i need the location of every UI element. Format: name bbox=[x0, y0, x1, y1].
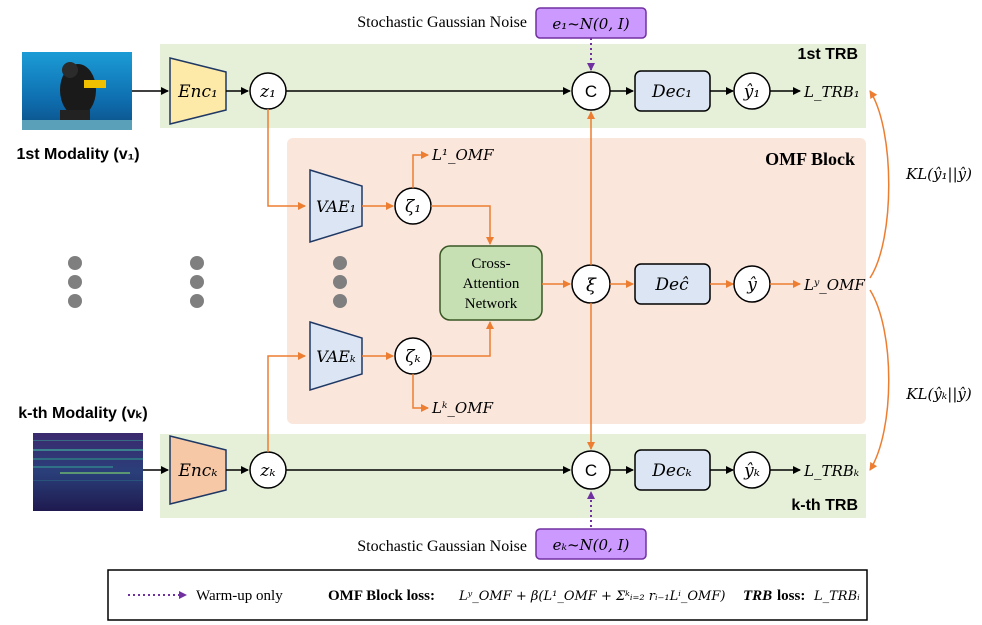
encoder-1-label: Enc₁ bbox=[177, 82, 218, 102]
legend-trb-loss-formula: L_TRBᵢ bbox=[813, 589, 860, 604]
diver-image bbox=[22, 52, 132, 130]
arrow-zetak-crossattn bbox=[431, 321, 494, 357]
loss-omfy: Lʸ_OMF bbox=[803, 276, 865, 294]
cross-attention-network bbox=[439, 245, 543, 321]
modality-1-label: 1st Modality (v₁) bbox=[16, 146, 139, 163]
decoder-hat-label: Deĉ bbox=[654, 275, 689, 295]
trb-title-top: 1st TRB bbox=[798, 46, 858, 63]
y1hat-label: ŷ₁ bbox=[743, 82, 760, 102]
noise-top-label: Stochastic Gaussian Noise bbox=[357, 14, 527, 31]
arrow-z1-vae1 bbox=[267, 109, 306, 210]
noise-top-formula: e₁~N(0, I) bbox=[552, 15, 629, 33]
kl-label-bottom: KL(ŷₖ||ŷ) bbox=[905, 385, 972, 403]
z1-label: z₁ bbox=[259, 82, 276, 102]
kl-label-top: KL(ŷ₁||ŷ) bbox=[905, 165, 972, 183]
legend-trb-loss-suffix: loss: bbox=[777, 588, 805, 604]
cross-attention-line-2: Attention bbox=[463, 276, 520, 292]
legend-omf-loss-label: OMF Block loss: bbox=[328, 588, 435, 604]
arrow-zetak-lomfk bbox=[412, 374, 429, 412]
kl-curve-bottom bbox=[869, 289, 890, 471]
legend-warmup: Warm-up only bbox=[196, 588, 283, 604]
modality-k-label: k-th Modality (vₖ) bbox=[18, 405, 147, 422]
noise-bottom-formula: eₖ~N(0, I) bbox=[553, 536, 630, 554]
encoder-1 bbox=[169, 57, 227, 125]
encoder-k bbox=[169, 435, 227, 505]
loss-trbk: L_TRBₖ bbox=[803, 462, 860, 480]
decoder-1-label: Dec₁ bbox=[651, 82, 692, 102]
noise-bottom-box bbox=[535, 528, 647, 560]
ellipsis-dots-3 bbox=[333, 256, 347, 308]
xi-label: ξ bbox=[586, 275, 597, 296]
concat-node-k-label: C bbox=[585, 461, 597, 480]
concat-node-1-label: C bbox=[585, 82, 597, 101]
trb-title-bottom: k-th TRB bbox=[791, 497, 858, 514]
loss-trb1: L_TRB₁ bbox=[803, 83, 860, 101]
vae-k-label: VAEₖ bbox=[316, 347, 356, 366]
encoder-k-label: Encₖ bbox=[177, 461, 217, 481]
ellipsis-dots-1 bbox=[68, 256, 82, 308]
arrow-zeta1-lomf1 bbox=[412, 151, 429, 188]
legend-omf-loss-formula: Lʸ_OMF + β(L¹_OMF + Σᵏᵢ₌₂ rᵢ₋₁Lⁱ_OMF) bbox=[458, 589, 725, 604]
decoder-k-label: Decₖ bbox=[651, 461, 691, 481]
loss-omfk: Lᵏ_OMF bbox=[431, 399, 494, 417]
arrow-zeta1-crossattn bbox=[431, 205, 494, 245]
loss-omf1: L¹_OMF bbox=[431, 146, 494, 164]
vae-1-label: VAE₁ bbox=[316, 197, 356, 216]
yhat-label: ŷ bbox=[746, 275, 757, 295]
spectrogram-image bbox=[33, 433, 143, 511]
vae-1 bbox=[309, 168, 363, 244]
cross-attention-line-1: Cross- bbox=[471, 256, 510, 272]
noise-bottom-label: Stochastic Gaussian Noise bbox=[357, 538, 527, 555]
zeta1-label: ζ₁ bbox=[405, 197, 421, 217]
ellipsis-dots-2 bbox=[190, 256, 204, 308]
ykhat-label: ŷₖ bbox=[743, 461, 760, 481]
cross-attention-line-3: Network bbox=[465, 296, 518, 312]
legend-trb-loss-label: TRB bbox=[743, 588, 772, 604]
kl-curve-top bbox=[869, 90, 890, 279]
legend-box bbox=[107, 569, 868, 621]
vae-k bbox=[309, 320, 363, 392]
arrow-zk-vaek bbox=[267, 352, 306, 452]
omf-title: OMF Block bbox=[765, 149, 855, 169]
zk-label: zₖ bbox=[259, 461, 275, 481]
zetak-label: ζₖ bbox=[405, 347, 420, 367]
